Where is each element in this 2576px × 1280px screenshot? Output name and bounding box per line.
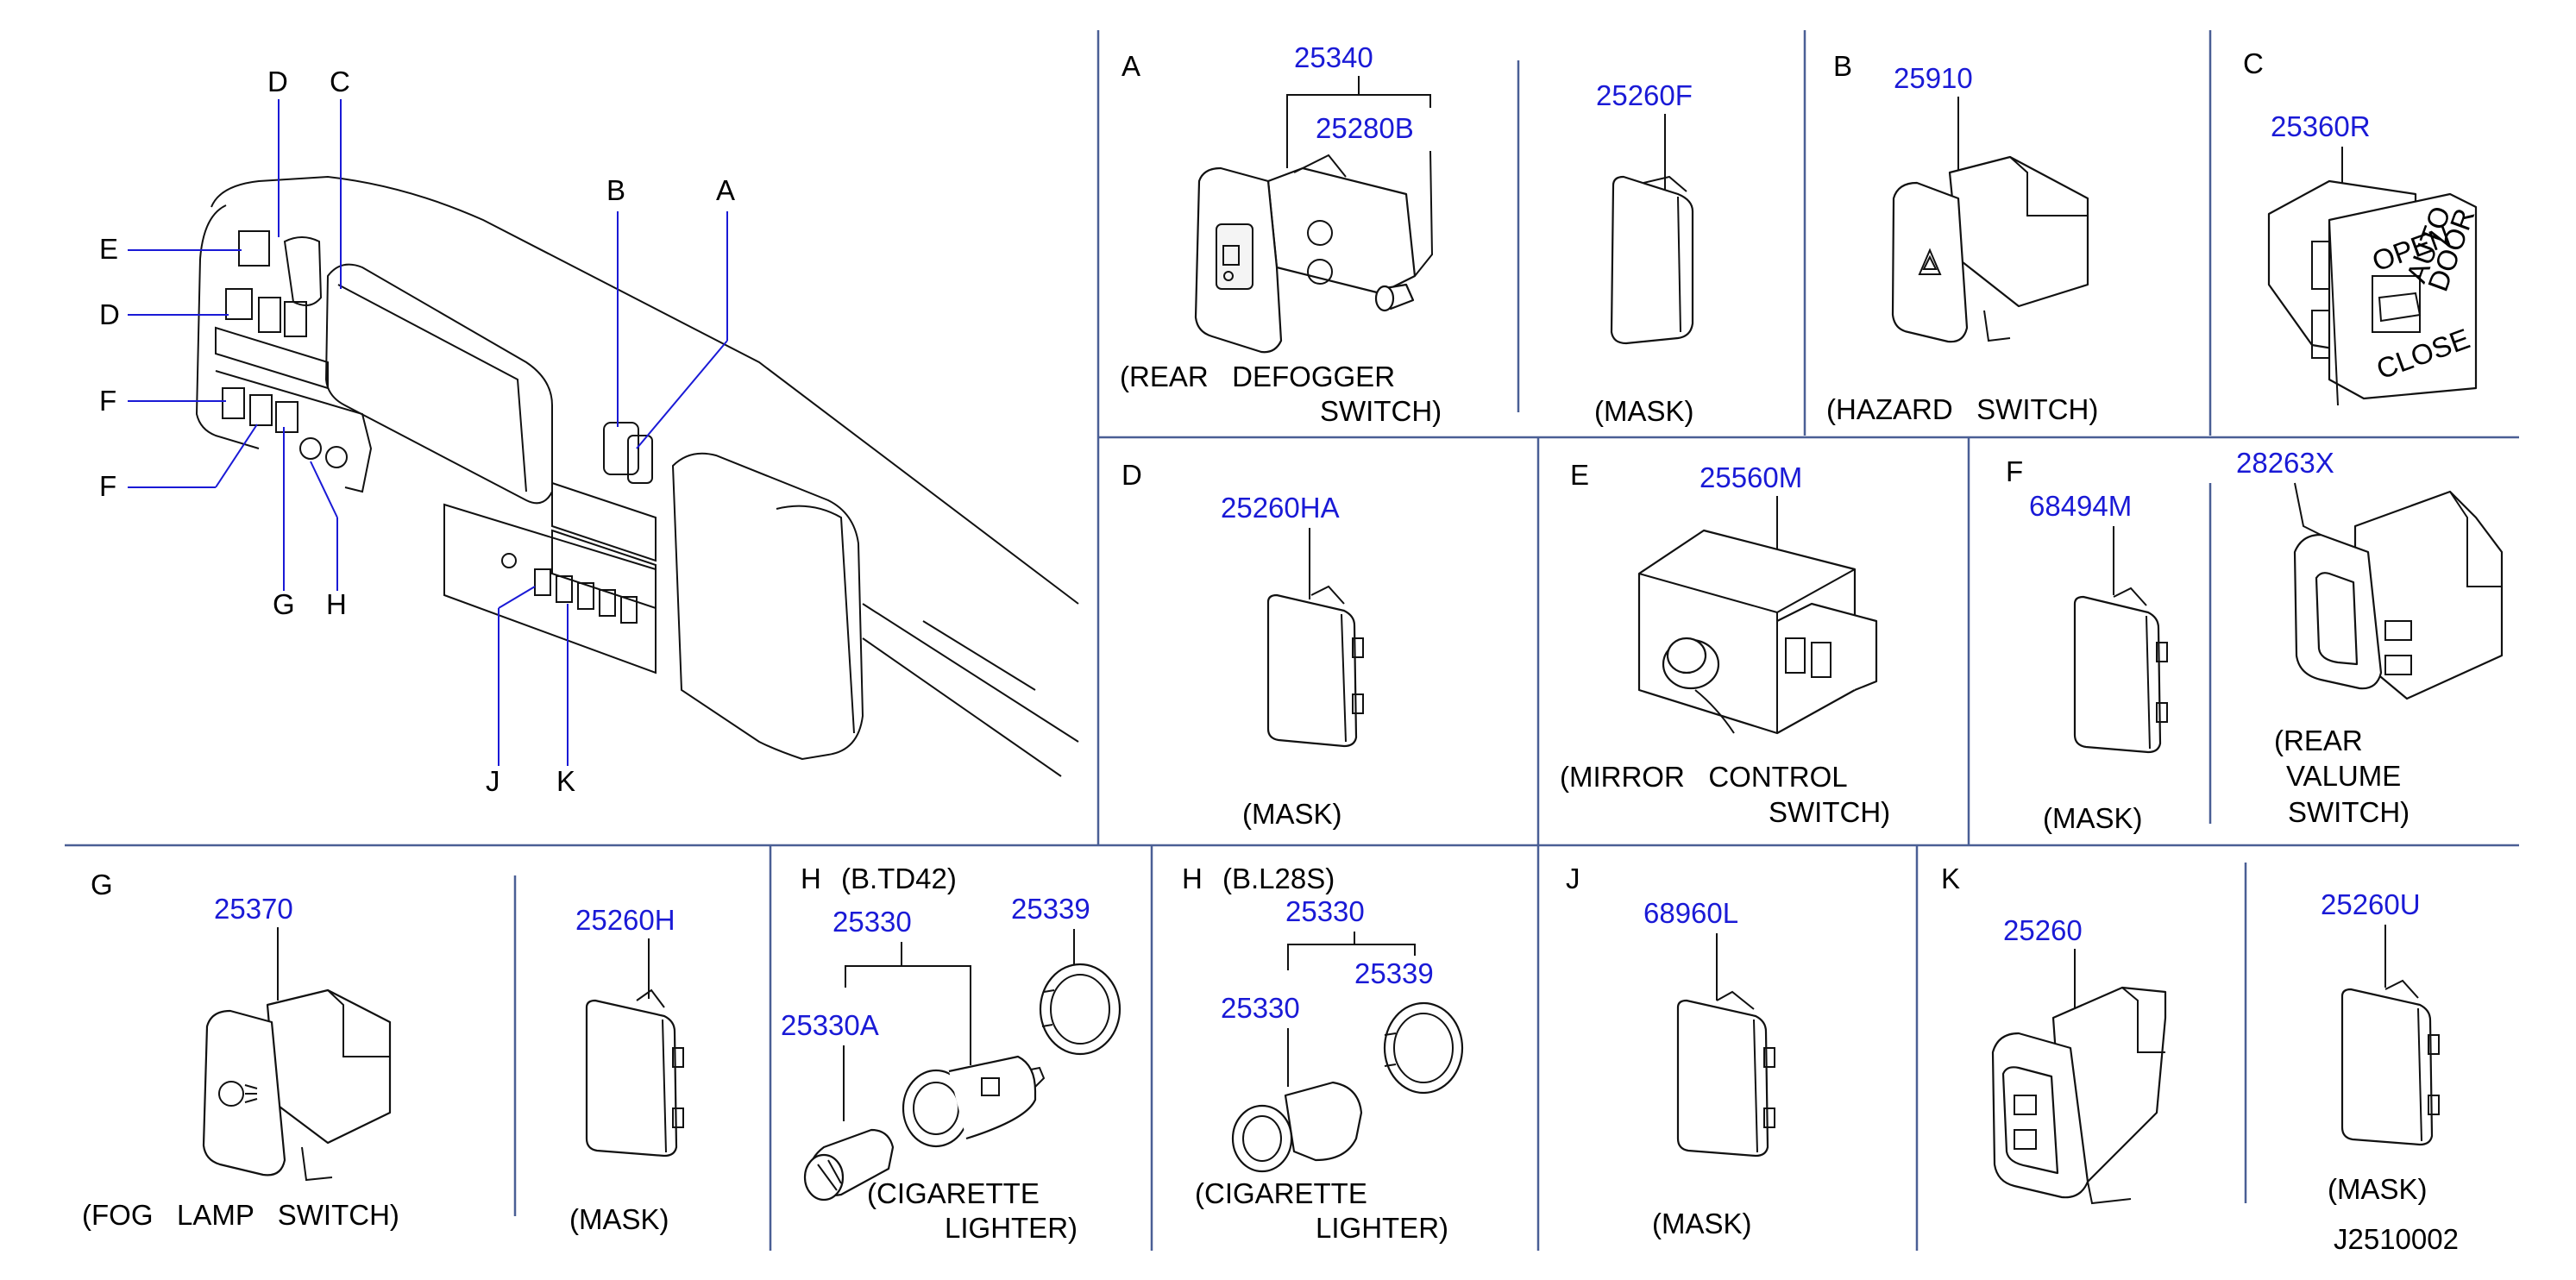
overview-label-j: J — [486, 765, 500, 797]
part-number-68494m: 68494M — [2029, 490, 2132, 522]
part-number-25560m: 25560M — [1700, 461, 1802, 493]
section-h1-variant: (B.TD42) — [841, 863, 957, 894]
part-number-68960l: 68960L — [1643, 897, 1738, 929]
section-g-letter: G — [91, 869, 113, 900]
section-c: C 25360R OPEN AUTO DOOR CLOSE — [2243, 47, 2480, 406]
section-g-mask-caption: (MASK) — [569, 1203, 669, 1235]
part-number-25330-h1: 25330 — [832, 906, 912, 938]
section-k-mask: 25260U (MASK) — [2321, 888, 2440, 1205]
overview-label-b: B — [606, 174, 625, 206]
section-g-caption: (FOG LAMP SWITCH) — [82, 1199, 399, 1231]
part-number-25330a: 25330A — [781, 1009, 879, 1041]
overview-label-d1: D — [267, 66, 288, 97]
section-k-letter: K — [1941, 863, 1960, 894]
overview-label-a: A — [716, 174, 735, 206]
overview-label-f2: F — [99, 470, 116, 502]
part-number-25339-h1: 25339 — [1011, 893, 1090, 925]
section-h1-caption-2: LIGHTER) — [945, 1212, 1078, 1244]
section-g-mask: 25260H (MASK) — [569, 904, 684, 1235]
overview-label-c: C — [330, 66, 350, 97]
part-number-25339-h2: 25339 — [1354, 957, 1434, 989]
section-b: B 25910 (HAZARD SWITCH) — [1826, 50, 2098, 425]
section-f-letter: F — [2006, 455, 2023, 487]
section-a-mask: 25260F (MASK) — [1594, 79, 1694, 427]
section-a-mask-caption: (MASK) — [1594, 395, 1694, 427]
section-a-caption-1: (REAR DEFOGGER — [1120, 361, 1395, 392]
section-c-letter: C — [2243, 47, 2264, 79]
section-h-l28s: H (B.L28S) 25330 25339 25330 (CIGARETTE … — [1182, 863, 1464, 1244]
part-number-25340: 25340 — [1294, 41, 1373, 73]
section-e-caption-1: (MIRROR CONTROL — [1560, 761, 1848, 793]
section-h2-letter: H — [1182, 863, 1203, 894]
section-j-letter: J — [1566, 863, 1580, 894]
part-number-25360r: 25360R — [2271, 110, 2371, 142]
overview-label-h: H — [326, 588, 347, 620]
section-e-letter: E — [1570, 459, 1589, 491]
section-f-rear-caption-3: SWITCH) — [2288, 796, 2410, 828]
part-number-25260f: 25260F — [1596, 79, 1693, 111]
section-d: D 25260HA (MASK) — [1122, 459, 1364, 830]
diagram-code: J2510002 — [2334, 1223, 2459, 1255]
part-number-25330-h2: 25330 — [1285, 895, 1365, 927]
section-e: E 25560M (MIRROR CONTROL SWITCH) — [1560, 459, 1890, 828]
part-number-25280b: 25280B — [1316, 112, 1414, 144]
section-k-mask-caption: (MASK) — [2328, 1173, 2428, 1205]
section-a: A 25340 25280B (REAR DEFOGGER SWITCH) — [1120, 41, 1442, 427]
section-g: G 25370 (FOG LAMP SWITCH) — [82, 869, 399, 1231]
section-k: K 25260 — [1941, 863, 2167, 1205]
section-e-caption-2: SWITCH) — [1769, 796, 1890, 828]
part-number-25330-h2b: 25330 — [1221, 992, 1300, 1024]
section-h2-caption-1: (CIGARETTE — [1195, 1177, 1367, 1209]
section-b-caption: (HAZARD SWITCH) — [1826, 393, 2098, 425]
section-d-letter: D — [1122, 459, 1142, 491]
section-b-letter: B — [1833, 50, 1852, 82]
section-j-caption: (MASK) — [1652, 1208, 1752, 1239]
section-h2-caption-2: LIGHTER) — [1316, 1212, 1448, 1244]
section-f-caption: (MASK) — [2043, 802, 2143, 834]
part-number-25260h: 25260H — [575, 904, 675, 936]
overview-label-d2: D — [99, 298, 120, 330]
part-number-25260ha: 25260HA — [1221, 492, 1340, 524]
overview-label-k: K — [556, 765, 575, 797]
grid-lines — [65, 30, 2519, 1251]
part-number-28263x: 28263X — [2236, 447, 2334, 479]
section-h-td42: H (B.TD42) 25330 25339 25330A (CIGARETTE… — [781, 863, 1122, 1244]
section-d-caption: (MASK) — [1242, 798, 1342, 830]
section-h1-caption-1: (CIGARETTE — [867, 1177, 1040, 1209]
section-a-letter: A — [1122, 50, 1140, 82]
section-h2-variant: (B.L28S) — [1222, 863, 1335, 894]
section-f-rear-caption-2: VALUME — [2286, 760, 2401, 792]
section-f-rear: 28263X (REAR VALUME SWITCH) — [2236, 447, 2504, 828]
section-f-rear-caption-1: (REAR — [2274, 725, 2363, 756]
part-number-25260: 25260 — [2003, 914, 2083, 946]
part-number-25370: 25370 — [214, 893, 293, 925]
part-number-25260u: 25260U — [2321, 888, 2421, 920]
dashboard-overview — [195, 175, 1079, 777]
overview-label-g: G — [273, 588, 295, 620]
section-j: J 68960L (MASK) — [1566, 863, 1775, 1239]
overview-label-e: E — [99, 233, 118, 265]
overview-label-f1: F — [99, 385, 116, 417]
section-f: F 68494M (MASK) — [2006, 455, 2168, 834]
part-number-25910: 25910 — [1894, 62, 1973, 94]
overview-callouts: D C E D B A F F G H J K — [99, 66, 735, 797]
section-a-caption-2: SWITCH) — [1320, 395, 1442, 427]
section-h1-letter: H — [801, 863, 821, 894]
